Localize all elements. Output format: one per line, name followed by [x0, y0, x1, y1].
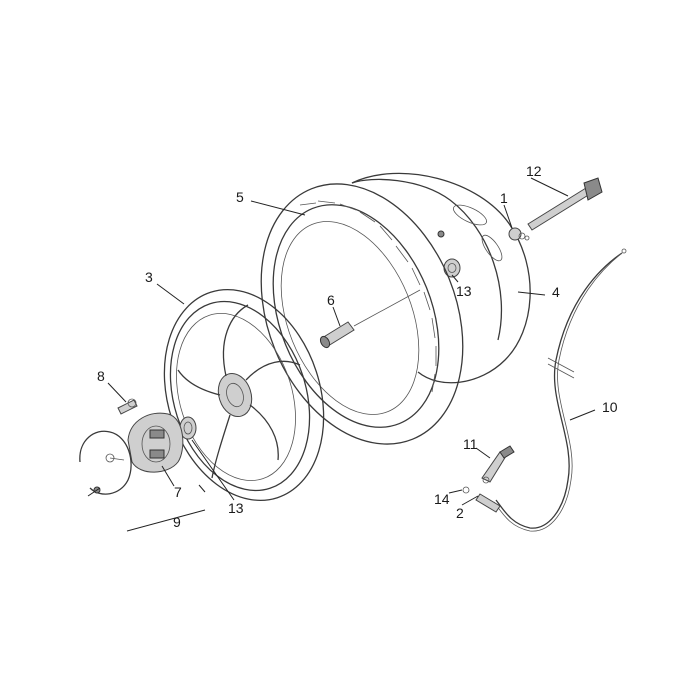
part-6-spacer	[319, 289, 421, 349]
label-part-4: 4	[552, 284, 560, 300]
label-part-7: 7	[174, 484, 182, 500]
part-11-brake-lever	[481, 445, 515, 484]
part-1-nut	[508, 227, 530, 241]
part-9-brake-plate	[79, 430, 132, 497]
part-3-rim	[163, 288, 325, 502]
label-part-13-right: 13	[456, 283, 472, 299]
label-part-1: 1	[500, 190, 508, 206]
part-8-cam	[117, 398, 138, 415]
label-part-14: 14	[434, 491, 450, 507]
part-13-bearing-right	[443, 258, 461, 278]
part-12-axle-bolt	[527, 177, 603, 231]
part-2-adjuster	[462, 486, 501, 513]
label-part-5: 5	[236, 189, 244, 205]
part-labels: 5 3 6 8 7 9 13 13 4 12 1 10 11 14 2	[97, 163, 618, 530]
label-part-3: 3	[145, 269, 153, 285]
part-4-fender	[351, 172, 531, 384]
label-part-12: 12	[526, 163, 542, 179]
label-part-11: 11	[463, 436, 478, 452]
leader-lines	[107, 177, 596, 532]
part-5-tyre	[260, 183, 464, 445]
label-part-2: 2	[456, 505, 464, 521]
part-10-brake-cable	[493, 248, 627, 532]
label-part-8: 8	[97, 368, 105, 384]
part-7-brake-shoes	[127, 412, 184, 473]
label-part-13-left: 13	[228, 500, 244, 516]
label-part-6: 6	[327, 292, 335, 308]
label-part-10: 10	[602, 399, 618, 415]
label-part-9: 9	[173, 514, 181, 530]
